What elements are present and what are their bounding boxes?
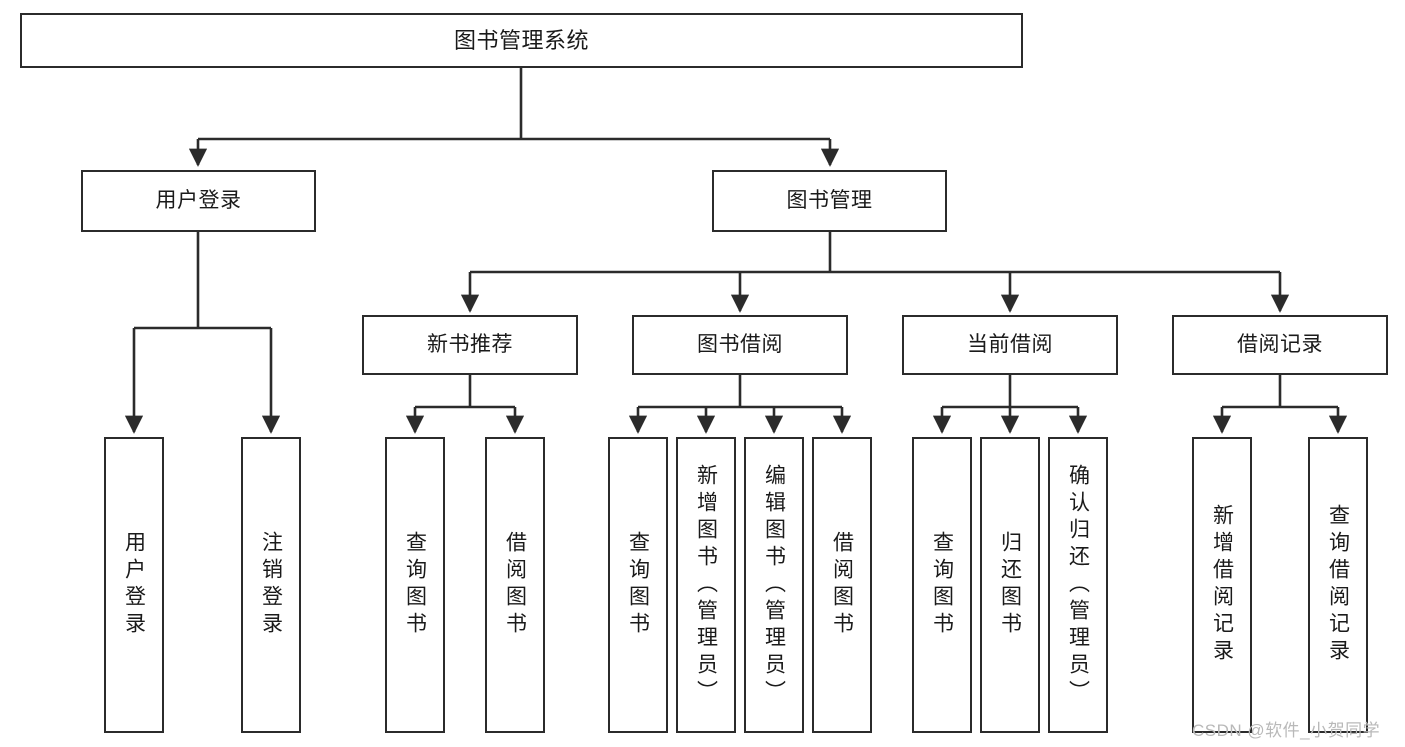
node-leaf-add-book-label: 新增图书（管理员） xyxy=(694,463,718,707)
node-new-book-recommend[interactable]: 新书推荐 xyxy=(362,315,578,375)
node-book-borrow-label: 图书借阅 xyxy=(697,332,783,356)
node-leaf-user-login-label: 用户登录 xyxy=(122,531,146,639)
node-leaf-return-book[interactable]: 归还图书 xyxy=(980,437,1040,733)
node-leaf-borrow-book-2[interactable]: 借阅图书 xyxy=(812,437,872,733)
node-book-borrow[interactable]: 图书借阅 xyxy=(632,315,848,375)
node-leaf-add-book[interactable]: 新增图书（管理员） xyxy=(676,437,736,733)
node-book-manage[interactable]: 图书管理 xyxy=(712,170,947,232)
node-leaf-edit-book[interactable]: 编辑图书（管理员） xyxy=(744,437,804,733)
node-leaf-confirm-return-label: 确认归还（管理员） xyxy=(1066,463,1090,707)
node-book-manage-label: 图书管理 xyxy=(786,188,873,212)
node-leaf-query-book-1[interactable]: 查询图书 xyxy=(385,437,445,733)
node-root-label: 图书管理系统 xyxy=(453,27,589,53)
node-leaf-user-logout-label: 注销登录 xyxy=(259,531,283,639)
node-current-borrow-label: 当前借阅 xyxy=(967,332,1053,356)
node-leaf-query-book-3-label: 查询图书 xyxy=(930,531,954,639)
node-current-borrow[interactable]: 当前借阅 xyxy=(902,315,1118,375)
node-leaf-return-book-label: 归还图书 xyxy=(998,531,1022,639)
node-leaf-borrow-book-1-label: 借阅图书 xyxy=(503,531,527,639)
node-leaf-user-login[interactable]: 用户登录 xyxy=(104,437,164,733)
node-user-login-label: 用户登录 xyxy=(155,188,242,212)
node-leaf-query-book-3[interactable]: 查询图书 xyxy=(912,437,972,733)
node-leaf-add-record-label: 新增借阅记录 xyxy=(1210,504,1234,666)
node-root[interactable]: 图书管理系统 xyxy=(20,13,1023,68)
node-leaf-add-record[interactable]: 新增借阅记录 xyxy=(1192,437,1252,733)
node-leaf-query-book-2[interactable]: 查询图书 xyxy=(608,437,668,733)
node-user-login[interactable]: 用户登录 xyxy=(81,170,316,232)
csdn-watermark: CSDN @软件_小贺同学 xyxy=(1192,721,1381,740)
node-leaf-confirm-return[interactable]: 确认归还（管理员） xyxy=(1048,437,1108,733)
node-leaf-borrow-book-2-label: 借阅图书 xyxy=(830,531,854,639)
node-leaf-user-logout[interactable]: 注销登录 xyxy=(241,437,301,733)
node-leaf-edit-book-label: 编辑图书（管理员） xyxy=(762,463,786,707)
node-leaf-query-book-1-label: 查询图书 xyxy=(403,531,427,639)
node-leaf-query-book-2-label: 查询图书 xyxy=(626,531,650,639)
node-leaf-query-record[interactable]: 查询借阅记录 xyxy=(1308,437,1368,733)
node-leaf-borrow-book-1[interactable]: 借阅图书 xyxy=(485,437,545,733)
node-new-book-recommend-label: 新书推荐 xyxy=(427,332,513,356)
node-borrow-record-label: 借阅记录 xyxy=(1237,332,1323,356)
node-leaf-query-record-label: 查询借阅记录 xyxy=(1326,504,1350,666)
node-borrow-record[interactable]: 借阅记录 xyxy=(1172,315,1388,375)
